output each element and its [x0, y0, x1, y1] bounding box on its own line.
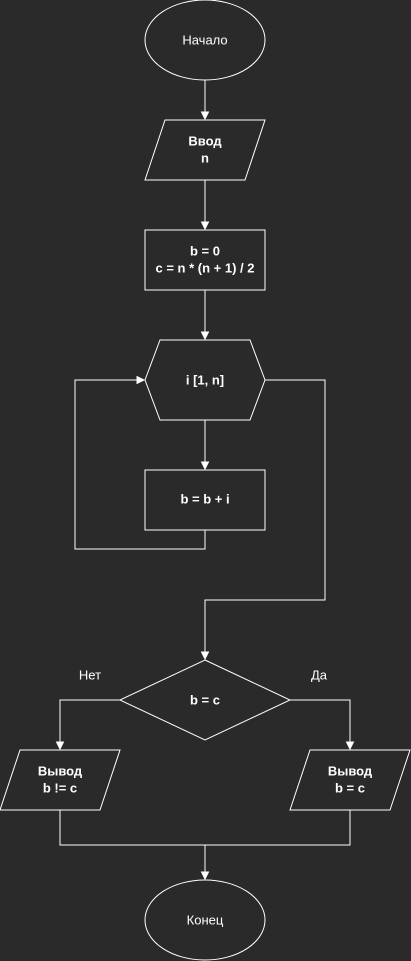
edge-loop-to-body — [200, 420, 210, 471]
edge-label-yes: Да — [311, 667, 328, 682]
output-yes-line2: b = c — [335, 780, 365, 795]
end-node[interactable]: Конец — [144, 879, 266, 961]
input-label-line1: Ввод — [188, 133, 222, 148]
input-label-line2: n — [201, 150, 209, 165]
start-node[interactable]: Начало — [144, 0, 266, 81]
input-node[interactable]: Ввод n — [144, 119, 266, 181]
edge-loop-exit-to-decision — [200, 379, 326, 661]
loop-body-node[interactable]: b = b + i — [144, 469, 266, 531]
init-label-line1: b = 0 — [190, 243, 220, 258]
init-label-line2: c = n * (n + 1) / 2 — [156, 260, 255, 275]
output-yes-line1: Вывод — [328, 763, 373, 778]
end-label: Конец — [187, 912, 224, 927]
edge-input-to-init — [200, 180, 210, 231]
output-no-line2: b != c — [43, 780, 77, 795]
output-no-line1: Вывод — [38, 763, 83, 778]
edge-outputs-merge-to-end — [59, 810, 351, 881]
edge-label-no: Нет — [79, 667, 101, 682]
start-label: Начало — [182, 32, 227, 47]
edge-body-loopback — [74, 375, 206, 550]
edge-decision-to-yes — [290, 699, 355, 751]
decision-label: b = c — [190, 692, 220, 707]
loop-label: i [1, n] — [186, 372, 224, 387]
output-yes-node[interactable]: Вывод b = c — [289, 749, 411, 811]
edge-init-to-loop — [200, 290, 210, 341]
output-no-node[interactable]: Вывод b != c — [0, 749, 121, 811]
loop-node[interactable]: i [1, n] — [144, 339, 266, 421]
decision-node[interactable]: b = c — [118, 659, 292, 741]
edge-start-to-input — [200, 80, 210, 121]
body-label: b = b + i — [180, 491, 229, 506]
init-process-node[interactable]: b = 0 c = n * (n + 1) / 2 — [144, 229, 266, 291]
edge-decision-to-no — [55, 699, 120, 751]
